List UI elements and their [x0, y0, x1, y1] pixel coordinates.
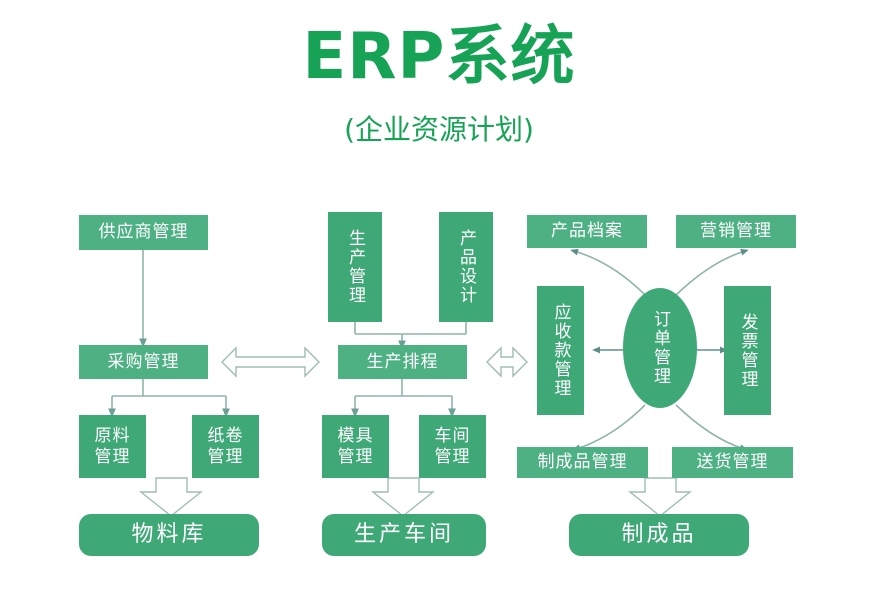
node-raw-material-management[interactable]: 原料 管理	[79, 415, 146, 478]
node-label: 营销管理	[700, 221, 772, 242]
node-label: 生产管理	[345, 229, 366, 305]
node-supplier-management[interactable]: 供应商管理	[79, 215, 208, 250]
double-arrow-purchase-scheduling	[221, 346, 320, 378]
node-label: 应收款管理	[550, 303, 571, 398]
node-workshop-management[interactable]: 车间 管理	[419, 415, 486, 478]
page-title: ERP系统	[302, 20, 576, 94]
wire-order-to-product-archive	[570, 248, 646, 296]
node-product-archive[interactable]: 产品档案	[527, 215, 647, 248]
node-label: 发票管理	[737, 312, 758, 389]
node-label: 模具 管理	[337, 426, 374, 467]
block-arrow-material-warehouse	[139, 477, 203, 517]
block-arrow-production-workshop	[371, 477, 435, 517]
node-receivables-management[interactable]: 应收款管理	[537, 286, 584, 415]
node-label: 生产车间	[353, 522, 454, 548]
node-label: 供应商管理	[98, 222, 189, 243]
page-subtitle: (企业资源计划)	[344, 113, 534, 146]
node-purchase-management[interactable]: 采购管理	[79, 345, 208, 379]
node-production-workshop[interactable]: 生产车间	[322, 514, 486, 556]
node-label: 生产排程	[366, 351, 439, 372]
node-label: 物料库	[131, 522, 207, 548]
node-mold-management[interactable]: 模具 管理	[322, 415, 389, 478]
node-label: 制成品	[621, 522, 697, 548]
node-material-warehouse[interactable]: 物料库	[79, 514, 259, 556]
node-finished-goods[interactable]: 制成品	[569, 514, 749, 556]
wire-production-fork	[354, 322, 467, 335]
node-label: 制成品管理	[537, 452, 628, 473]
node-label: 原料 管理	[94, 426, 131, 467]
node-label: 产品档案	[551, 221, 623, 242]
node-production-management[interactable]: 生产管理	[328, 212, 382, 322]
wire-order-to-finished-goods-mgmt	[572, 404, 646, 452]
node-order-management[interactable]: 订单管理	[623, 288, 697, 408]
node-invoice-management[interactable]: 发票管理	[724, 286, 771, 415]
node-label: 纸卷 管理	[207, 426, 244, 467]
double-arrow-scheduling-receivables	[486, 346, 528, 378]
node-label: 送货管理	[696, 452, 769, 473]
node-marketing-management[interactable]: 营销管理	[676, 215, 796, 248]
node-label: 订单管理	[650, 310, 671, 386]
node-paper-roll-management[interactable]: 纸卷 管理	[192, 415, 259, 478]
node-label: 产品设计	[456, 229, 477, 305]
wire-scheduling-fork	[355, 379, 452, 397]
node-finished-goods-management[interactable]: 制成品管理	[517, 447, 648, 478]
node-product-design[interactable]: 产品设计	[439, 212, 493, 322]
block-arrow-finished-goods	[628, 477, 692, 517]
node-production-scheduling[interactable]: 生产排程	[338, 345, 467, 379]
node-label: 采购管理	[107, 351, 180, 372]
node-label: 车间 管理	[434, 426, 471, 467]
wire-purchase-fork	[112, 379, 226, 397]
node-delivery-management[interactable]: 送货管理	[672, 447, 793, 478]
